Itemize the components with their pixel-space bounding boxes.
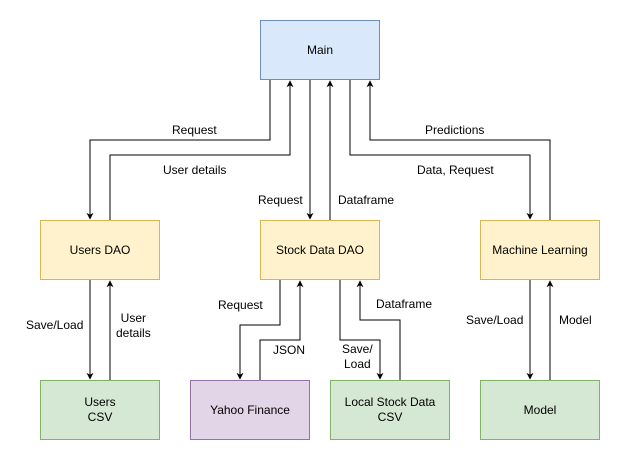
edge-data-request [349, 80, 534, 220]
label-dataframe-main: Dataframe [338, 193, 395, 207]
node-stock-dao: Stock Data DAO [260, 220, 380, 280]
edge-save-load-local [339, 280, 384, 380]
edge-dataframe-local [356, 280, 401, 380]
edge-predictions [366, 80, 551, 220]
node-model: Model [480, 380, 600, 440]
edge-request-yahoo [236, 280, 281, 380]
node-users-csv: Users CSV [40, 380, 160, 440]
label-save-load-model: Save/Load [466, 313, 524, 327]
edge-user-details-main [109, 80, 294, 220]
label-request-stock: Request [258, 193, 303, 207]
label-save-load-local: Save/ Load [342, 342, 373, 371]
label-predictions: Predictions [425, 123, 485, 137]
edge-request-users [86, 80, 271, 220]
node-local-csv: Local Stock Data CSV [330, 380, 450, 440]
label-save-load-users: Save/Load [26, 318, 84, 332]
node-users-dao: Users DAO [40, 220, 160, 280]
label-dataframe-local: Dataframe [376, 297, 433, 311]
label-model: Model [559, 313, 592, 327]
label-request-users: Request [172, 123, 217, 137]
label-user-details-csv: User details [116, 311, 151, 340]
label-request-yahoo: Request [218, 298, 263, 312]
label-user-details-main: User details [163, 163, 227, 177]
label-json: JSON [273, 343, 306, 357]
edge-json [259, 280, 304, 380]
node-main: Main [260, 20, 380, 80]
node-yahoo: Yahoo Finance [190, 380, 310, 440]
label-data-request: Data, Request [417, 163, 494, 177]
node-ml: Machine Learning [480, 220, 600, 280]
